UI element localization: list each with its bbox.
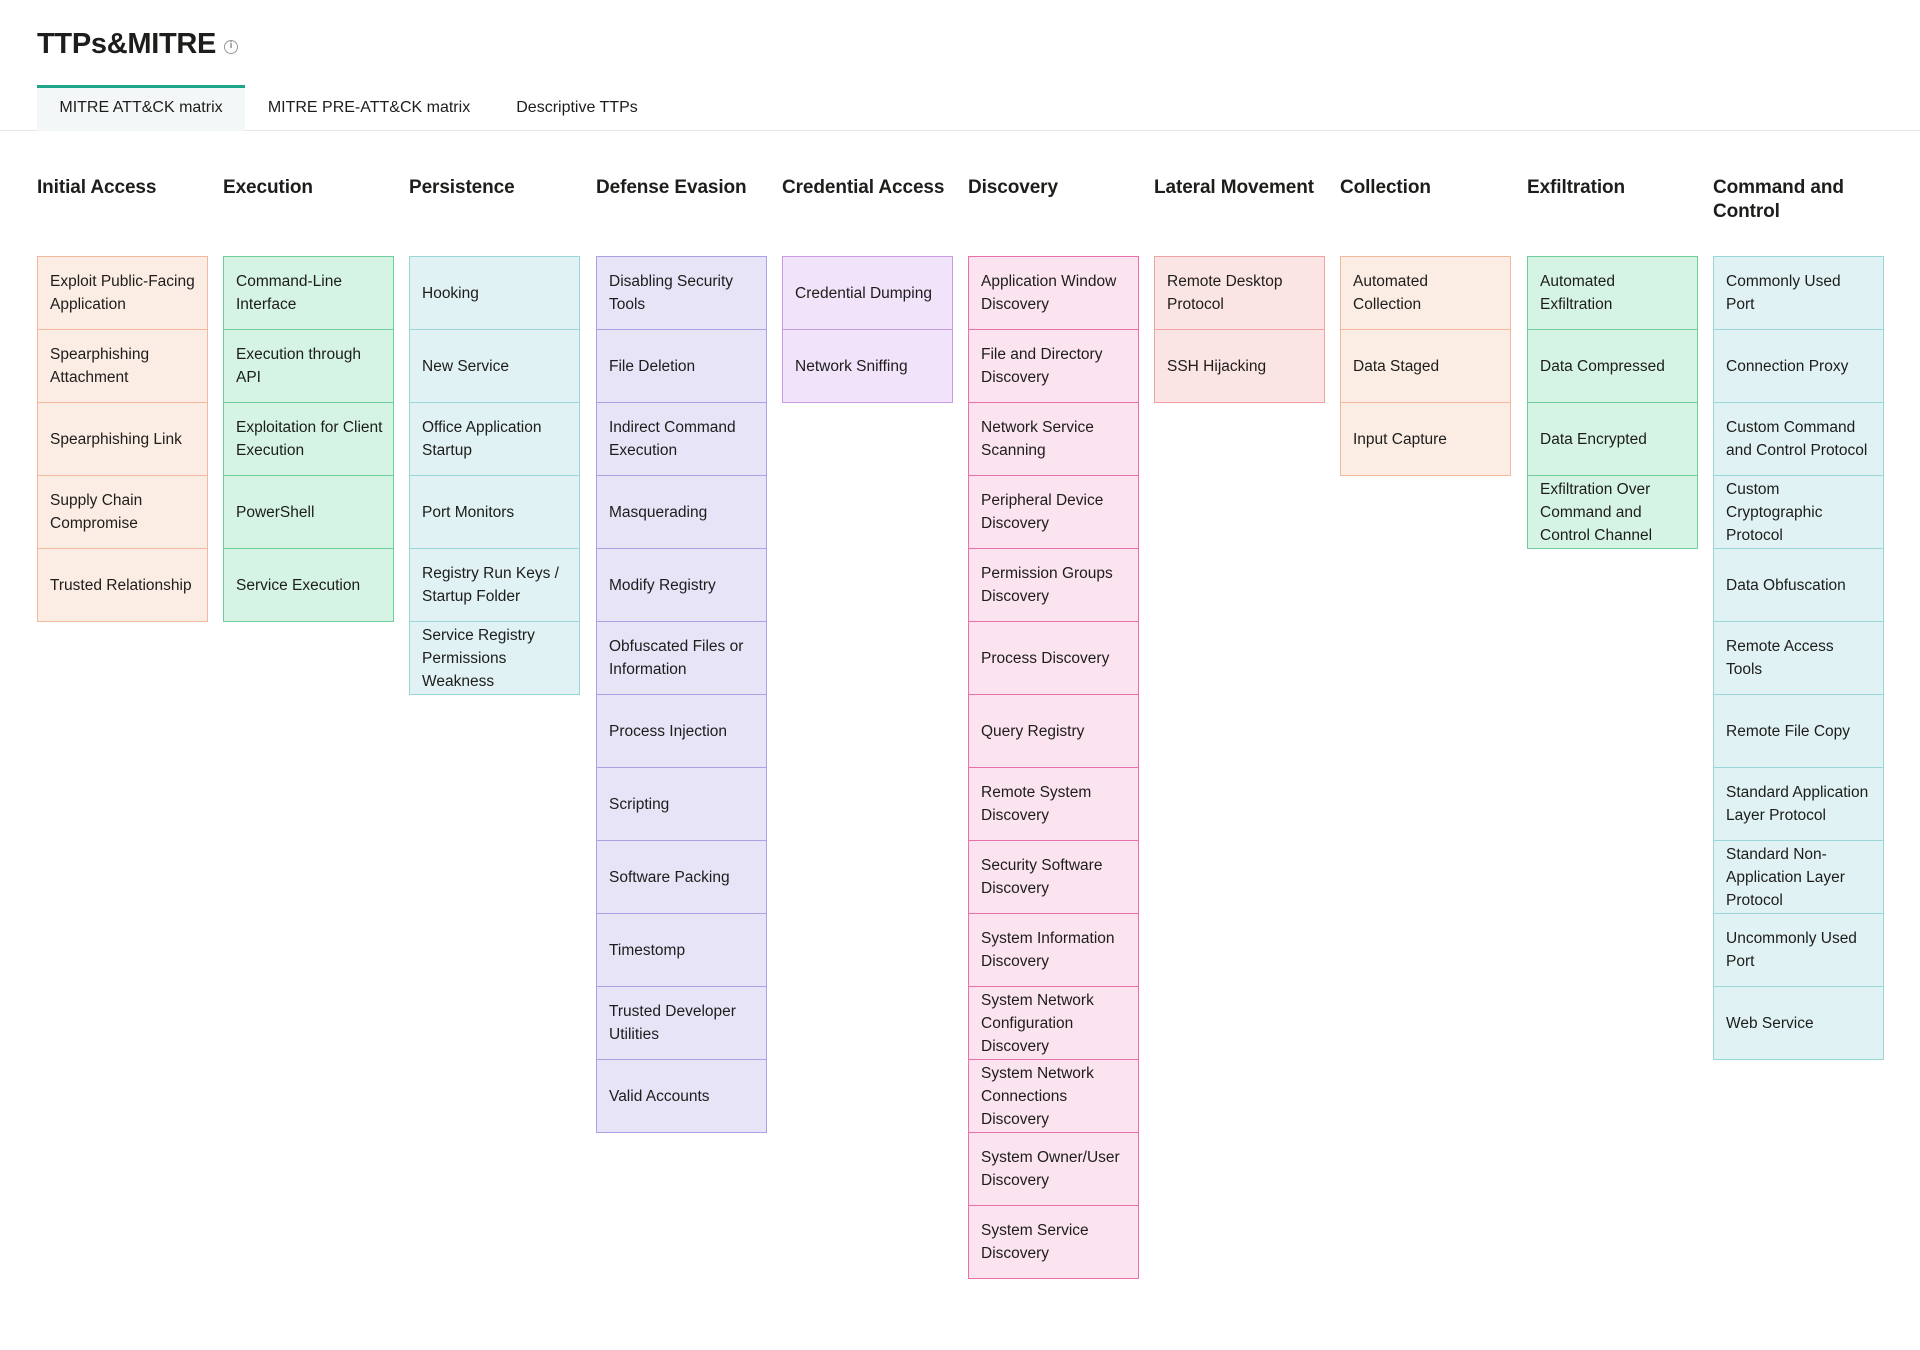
technique-cell[interactable]: Process Injection: [596, 694, 767, 768]
technique-cell[interactable]: Scripting: [596, 767, 767, 841]
tab-descriptive-ttps[interactable]: Descriptive TTPs: [516, 99, 638, 116]
technique-cell[interactable]: Network Sniffing: [782, 329, 953, 403]
technique-cell[interactable]: Disabling Security Tools: [596, 256, 767, 330]
technique-cell[interactable]: New Service: [409, 329, 580, 403]
tactic-title: Discovery: [968, 177, 1058, 198]
technique-cell[interactable]: Execution through API: [223, 329, 394, 403]
technique-cell[interactable]: System Service Discovery: [968, 1205, 1139, 1279]
technique-cell[interactable]: PowerShell: [223, 475, 394, 549]
technique-cell[interactable]: Remote System Discovery: [968, 767, 1139, 841]
technique-cell[interactable]: Masquerading: [596, 475, 767, 549]
technique-cell[interactable]: Timestomp: [596, 913, 767, 987]
technique-cell[interactable]: Spearphishing Attachment: [37, 329, 208, 403]
technique-cell[interactable]: Remote Desktop Protocol: [1154, 256, 1325, 330]
page-title: TTPs&MITRE: [37, 28, 217, 60]
technique-cell[interactable]: Service Registry Permissions Weakness: [409, 621, 580, 695]
tactic-title: Collection: [1340, 177, 1431, 198]
technique-cell[interactable]: Input Capture: [1340, 402, 1511, 476]
technique-cell[interactable]: Credential Dumping: [782, 256, 953, 330]
technique-cell[interactable]: Valid Accounts: [596, 1059, 767, 1133]
technique-cell[interactable]: Remote File Copy: [1713, 694, 1884, 768]
technique-cell[interactable]: System Information Discovery: [968, 913, 1139, 987]
tactic-title: Credential Access: [782, 177, 945, 198]
page-header: TTPs&MITRE i: [37, 28, 239, 61]
technique-cell[interactable]: Automated Collection: [1340, 256, 1511, 330]
technique-cell[interactable]: Indirect Command Execution: [596, 402, 767, 476]
tactic-title: Exfiltration: [1527, 177, 1626, 198]
technique-cell[interactable]: Data Encrypted: [1527, 402, 1698, 476]
technique-cell[interactable]: Port Monitors: [409, 475, 580, 549]
tactic-title: Execution: [223, 177, 313, 198]
technique-cell[interactable]: Hooking: [409, 256, 580, 330]
technique-cell[interactable]: Uncommonly Used Port: [1713, 913, 1884, 987]
technique-cell[interactable]: Exploitation for Client Execution: [223, 402, 394, 476]
technique-cell[interactable]: Modify Registry: [596, 548, 767, 622]
technique-cell[interactable]: Standard Non-Application Layer Protocol: [1713, 840, 1884, 914]
technique-cell[interactable]: Custom Command and Control Protocol: [1713, 402, 1884, 476]
technique-cell[interactable]: File and Directory Discovery: [968, 329, 1139, 403]
technique-cell[interactable]: Obfuscated Files or Information: [596, 621, 767, 695]
info-icon[interactable]: i: [224, 39, 239, 54]
technique-cell[interactable]: System Owner/User Discovery: [968, 1132, 1139, 1206]
tactic-title: Initial Access: [37, 177, 157, 198]
technique-cell[interactable]: Supply Chain Compromise: [37, 475, 208, 549]
technique-cell[interactable]: Software Packing: [596, 840, 767, 914]
technique-cell[interactable]: Service Execution: [223, 548, 394, 622]
technique-cell[interactable]: Data Staged: [1340, 329, 1511, 403]
technique-cell[interactable]: Exfiltration Over Command and Control Ch…: [1527, 475, 1698, 549]
technique-cell[interactable]: Exploit Public-Facing Application: [37, 256, 208, 330]
technique-cell[interactable]: Peripheral Device Discovery: [968, 475, 1139, 549]
technique-cell[interactable]: Trusted Relationship: [37, 548, 208, 622]
tab-bar: MITRE ATT&CK matrix MITRE PRE-ATT&CK mat…: [0, 85, 1920, 131]
technique-cell[interactable]: Process Discovery: [968, 621, 1139, 695]
technique-cell[interactable]: Network Service Scanning: [968, 402, 1139, 476]
technique-cell[interactable]: Standard Application Layer Protocol: [1713, 767, 1884, 841]
technique-cell[interactable]: System Network Configuration Discovery: [968, 986, 1139, 1060]
technique-cell[interactable]: Office Application Startup: [409, 402, 580, 476]
technique-cell[interactable]: System Network Connections Discovery: [968, 1059, 1139, 1133]
technique-cell[interactable]: Remote Access Tools: [1713, 621, 1884, 695]
technique-cell[interactable]: Automated Exfiltration: [1527, 256, 1698, 330]
tactic-title: Defense Evasion: [596, 177, 747, 198]
technique-cell[interactable]: Registry Run Keys / Startup Folder: [409, 548, 580, 622]
technique-cell[interactable]: File Deletion: [596, 329, 767, 403]
technique-cell[interactable]: Data Obfuscation: [1713, 548, 1884, 622]
technique-cell[interactable]: Application Window Discovery: [968, 256, 1139, 330]
technique-cell[interactable]: Command-Line Interface: [223, 256, 394, 330]
technique-cell[interactable]: Permission Groups Discovery: [968, 548, 1139, 622]
technique-cell[interactable]: Data Compressed: [1527, 329, 1698, 403]
technique-cell[interactable]: Connection Proxy: [1713, 329, 1884, 403]
technique-cell[interactable]: Commonly Used Port: [1713, 256, 1884, 330]
technique-cell[interactable]: Spearphishing Link: [37, 402, 208, 476]
technique-cell[interactable]: Trusted Developer Utilities: [596, 986, 767, 1060]
tactic-title: Command and Control: [1713, 177, 1844, 222]
tactic-title: Lateral Movement: [1154, 177, 1314, 198]
technique-cell[interactable]: Query Registry: [968, 694, 1139, 768]
tab-mitre-attack-matrix[interactable]: MITRE ATT&CK matrix: [37, 85, 245, 131]
technique-cell[interactable]: Security Software Discovery: [968, 840, 1139, 914]
technique-cell[interactable]: Custom Cryptographic Protocol: [1713, 475, 1884, 549]
tab-mitre-pre-attack-matrix[interactable]: MITRE PRE-ATT&CK matrix: [267, 99, 471, 116]
technique-cell[interactable]: SSH Hijacking: [1154, 329, 1325, 403]
technique-cell[interactable]: Web Service: [1713, 986, 1884, 1060]
tactic-title: Persistence: [409, 177, 515, 198]
